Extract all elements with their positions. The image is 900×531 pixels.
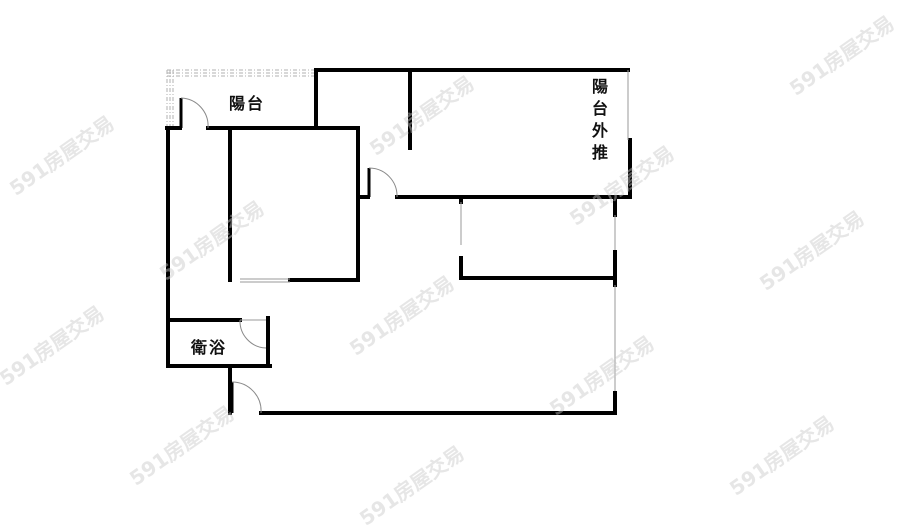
balcony-railing <box>166 69 315 128</box>
door-bathroom <box>239 319 267 349</box>
door-bedroom <box>367 167 398 198</box>
label-balcony: 陽台 <box>229 94 266 113</box>
label-bathroom: 衛浴 <box>191 338 228 357</box>
door-balcony <box>179 97 209 129</box>
floor-plan <box>165 68 632 415</box>
walls <box>165 68 632 415</box>
door-entry <box>230 381 262 414</box>
label-balcony-extended: 陽台外推 <box>589 78 608 166</box>
